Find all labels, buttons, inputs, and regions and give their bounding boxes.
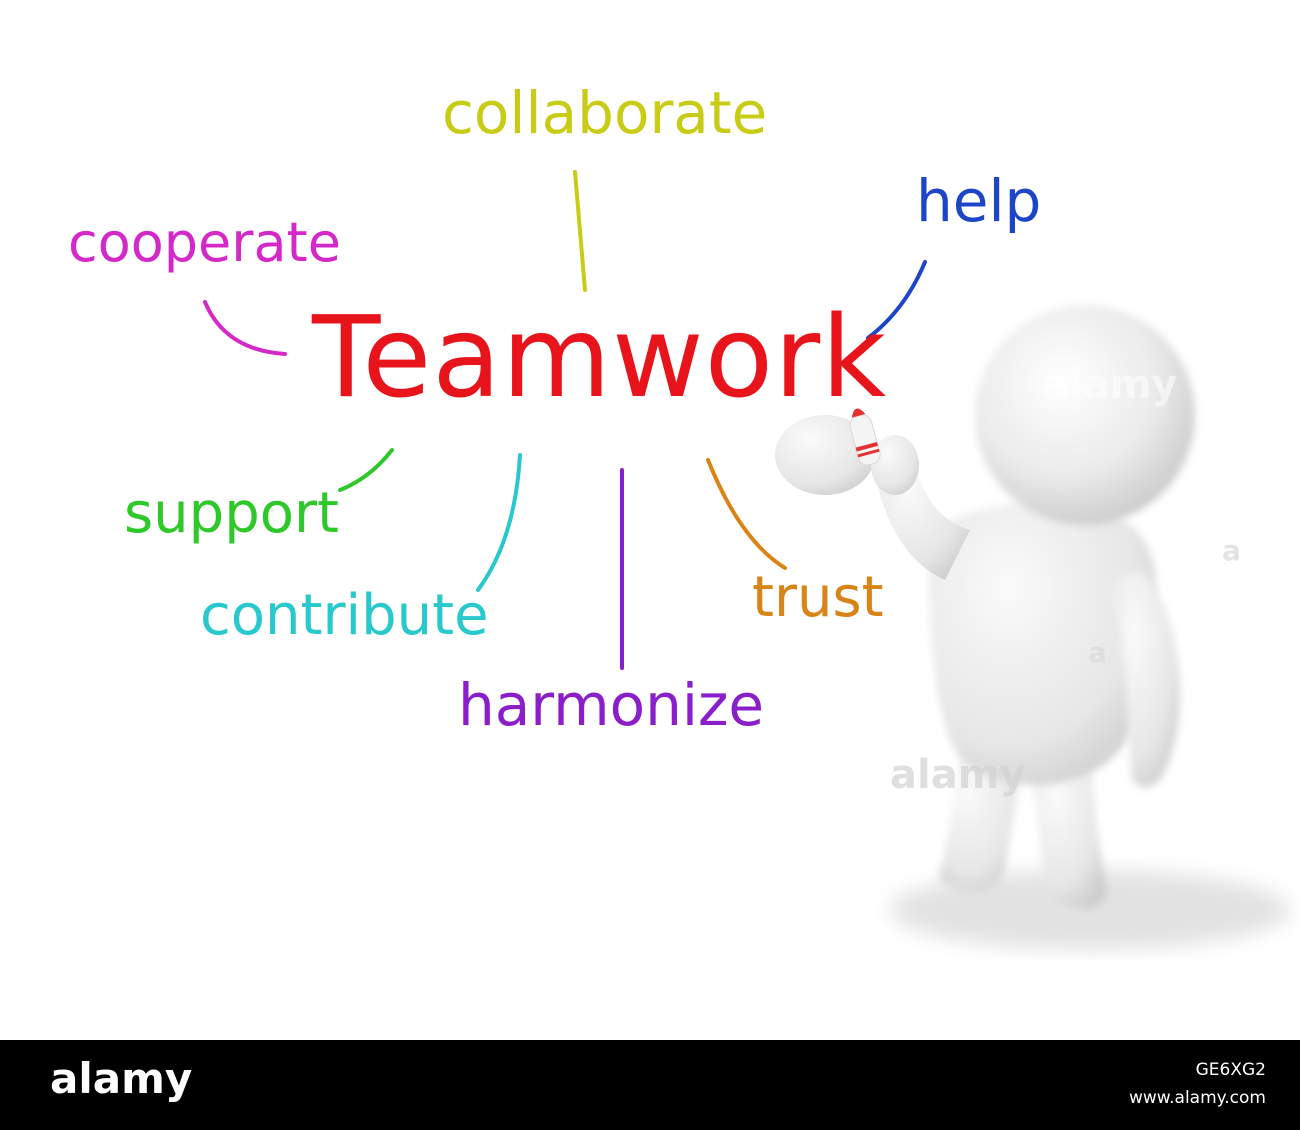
node-teamwork: Teamwork bbox=[312, 293, 888, 423]
marker-pen bbox=[849, 408, 881, 466]
node-support: support bbox=[124, 481, 340, 546]
connector-trust bbox=[706, 458, 787, 570]
node-contribute: contribute bbox=[200, 583, 489, 648]
left-leg bbox=[939, 750, 1022, 892]
connector-cooperate bbox=[203, 300, 287, 356]
hand bbox=[775, 415, 875, 495]
node-harmonize: harmonize bbox=[458, 671, 765, 739]
thumb bbox=[871, 435, 919, 495]
watermark-text: alamy bbox=[890, 752, 1026, 798]
node-help: help bbox=[916, 167, 1042, 235]
node-trust: trust bbox=[752, 565, 884, 630]
footer-bar: alamy GE6XG2 www.alamy.com bbox=[0, 1040, 1300, 1130]
connector-help bbox=[866, 260, 927, 340]
watermark-text: a bbox=[1222, 534, 1241, 567]
person-figure-illustration bbox=[775, 305, 1290, 950]
floor-shadow bbox=[890, 870, 1290, 950]
head bbox=[975, 305, 1195, 525]
torso bbox=[929, 502, 1156, 785]
footer-image-id: GE6XG2 bbox=[1195, 1060, 1266, 1080]
right-leg bbox=[1030, 750, 1107, 909]
footer-logo: alamy bbox=[50, 1054, 193, 1103]
connector-contribute bbox=[476, 453, 522, 592]
watermark-text: alamy bbox=[1042, 362, 1178, 408]
node-cooperate: cooperate bbox=[68, 211, 341, 274]
node-collaborate: collaborate bbox=[442, 79, 768, 147]
connector-collaborate bbox=[573, 170, 587, 292]
watermark-text: a bbox=[1088, 636, 1107, 669]
lowered-arm bbox=[1110, 570, 1180, 788]
footer-url: www.alamy.com bbox=[1128, 1088, 1266, 1108]
connector-support bbox=[338, 448, 394, 492]
